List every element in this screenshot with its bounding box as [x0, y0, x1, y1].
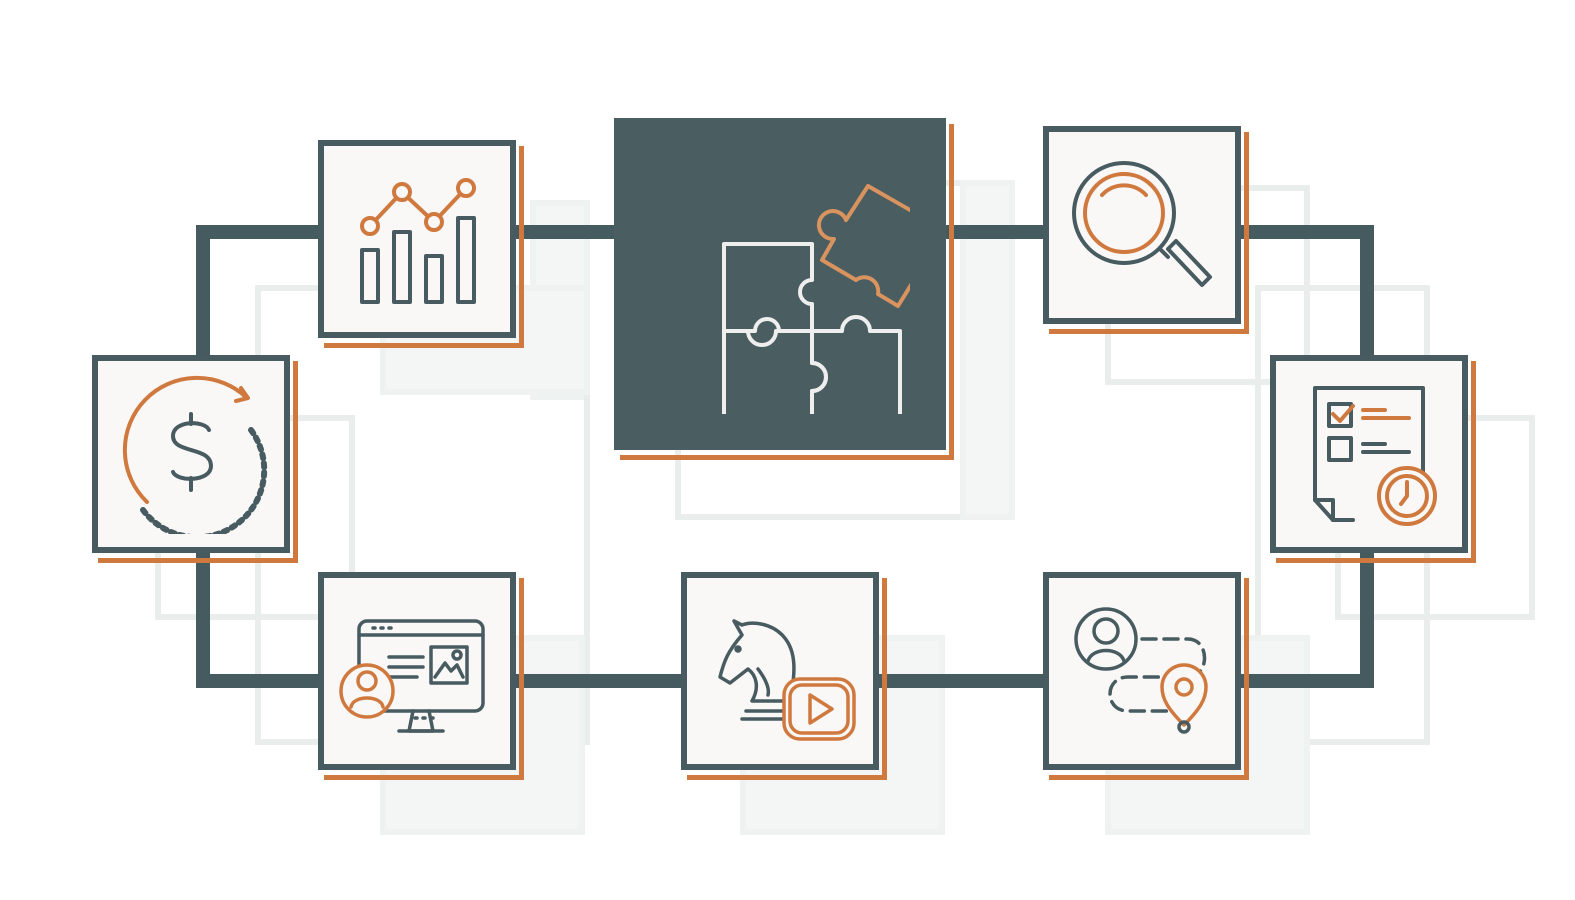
revenue-card	[92, 355, 298, 563]
connector-left-upper	[196, 225, 210, 360]
connector-bottom-right	[1240, 674, 1374, 688]
checklist-clock-icon	[1289, 374, 1449, 534]
connector-bottom-left	[196, 674, 326, 688]
checklist-card	[1270, 355, 1476, 563]
dollar-cycle-icon	[111, 374, 271, 534]
connector-bottom-mid-right	[878, 674, 1048, 688]
puzzle-pieces-icon	[650, 154, 910, 414]
connector-right-lower	[1360, 548, 1374, 688]
connector-top-left	[196, 225, 326, 239]
connector-top-mid-left	[515, 225, 620, 239]
magnifying-glass-icon	[1062, 145, 1222, 305]
connector-left-lower	[196, 548, 210, 688]
strategy-card	[681, 572, 887, 780]
monitor-user-icon	[337, 591, 497, 751]
connector-bottom-mid-left	[515, 674, 685, 688]
connector-top-right	[1240, 225, 1374, 239]
connector-top-mid-right	[945, 225, 1050, 239]
chess-knight-video-icon	[700, 591, 860, 751]
journey-card	[1043, 572, 1249, 780]
web-user-card	[318, 572, 524, 780]
user-journey-location-icon	[1062, 591, 1222, 751]
analytics-card	[318, 140, 524, 348]
search-card	[1043, 126, 1249, 334]
connector-right-upper	[1360, 225, 1374, 360]
bar-chart-growth-icon	[342, 164, 492, 314]
center-card	[614, 118, 954, 460]
